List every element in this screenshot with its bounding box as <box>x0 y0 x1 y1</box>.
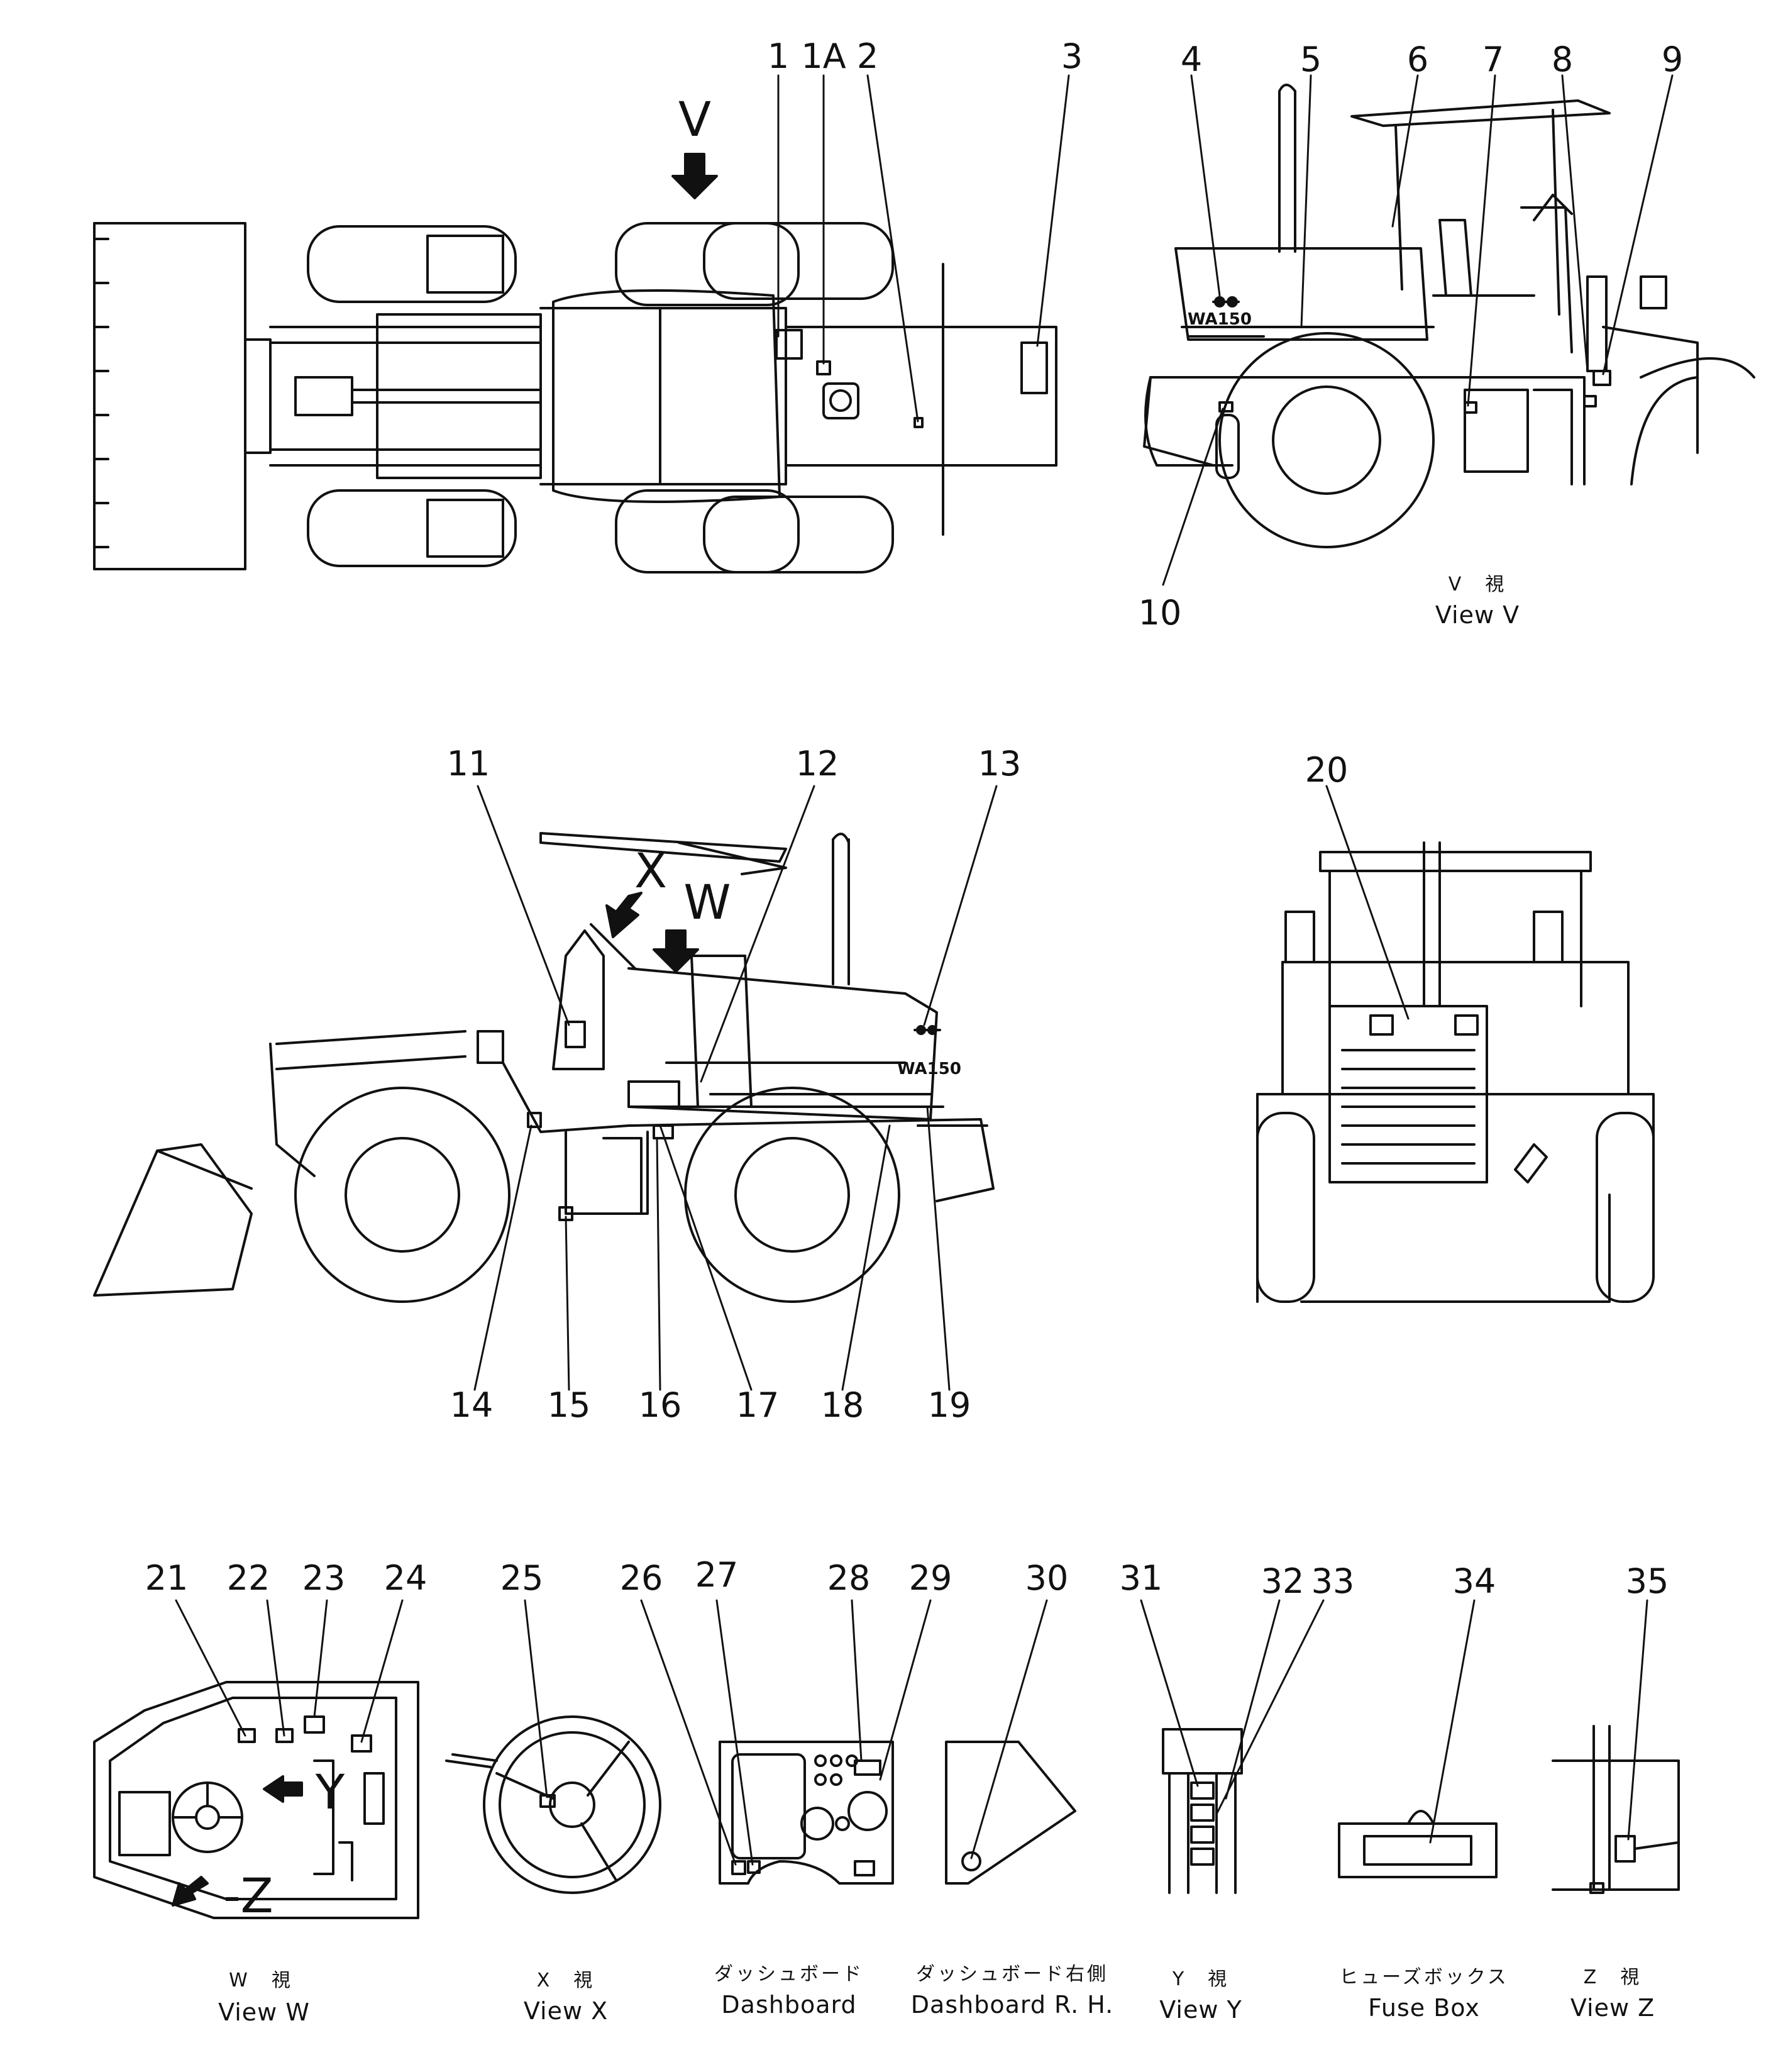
callout-24: 24 <box>384 1558 428 1598</box>
leader-lines-y <box>1140 1599 1325 1815</box>
callout-18: 18 <box>820 1385 864 1425</box>
callout-20: 20 <box>1305 750 1349 790</box>
callout-22: 22 <box>226 1558 270 1598</box>
callout-2: 2 <box>856 36 879 76</box>
dashboard-caption-jp: ダッシュボード <box>714 1963 864 1985</box>
view-v-logo-icon <box>1212 296 1240 307</box>
dashboard-rh-caption-jp: ダッシュボード右側 <box>916 1963 1108 1985</box>
callout-12: 12 <box>795 744 839 784</box>
arrow-letter-y: Y <box>315 1764 345 1820</box>
callout-14: 14 <box>450 1385 494 1425</box>
dashboard-rh-panel <box>945 1741 1076 1885</box>
callout-34: 34 <box>1452 1561 1496 1601</box>
leader-lines-dash-rh <box>970 1599 1048 1859</box>
view-y-caption-jp: Y 視 <box>1172 1968 1230 1990</box>
view-z-arrow-icon <box>172 1876 209 1907</box>
callout-23: 23 <box>302 1558 346 1598</box>
leader-lines-side <box>473 785 998 1391</box>
callout-35: 35 <box>1625 1561 1669 1601</box>
leader-lines-w <box>175 1599 404 1743</box>
view-w-arrow-icon <box>653 929 699 973</box>
view-z-panel <box>1552 1725 1680 1894</box>
callout-3: 3 <box>1061 36 1083 76</box>
leader-lines-top <box>777 74 1070 423</box>
view-x-caption-jp: X 視 <box>536 1970 595 1992</box>
callout-5: 5 <box>1300 40 1322 79</box>
rear-view-loader <box>1256 841 1655 1303</box>
callout-7: 7 <box>1482 40 1504 79</box>
leader-lines-v <box>1162 74 1674 586</box>
callout-9: 9 <box>1661 40 1684 79</box>
callout-8: 8 <box>1551 40 1574 79</box>
view-w-caption-jp: W 視 <box>229 1970 293 1992</box>
side-view-loader <box>93 832 995 1303</box>
dashboard-rh-caption: Dashboard R. H. <box>910 1991 1114 2019</box>
callout-17: 17 <box>736 1385 780 1425</box>
callout-1: 1 <box>767 36 790 76</box>
callout-26: 26 <box>619 1558 663 1598</box>
dashboard-panel <box>719 1741 894 1885</box>
callout-21: 21 <box>145 1558 189 1598</box>
view-x-arrow-icon <box>605 892 643 938</box>
side-view-logo-icon <box>913 1025 941 1035</box>
callout-33: 33 <box>1311 1561 1355 1601</box>
callout-16: 16 <box>638 1385 682 1425</box>
bucket-teeth <box>93 238 109 548</box>
leader-lines-fuse <box>1429 1599 1476 1844</box>
arrow-letter-v: V <box>678 91 711 147</box>
callout-31: 31 <box>1119 1558 1163 1598</box>
view-v-arrow-icon <box>671 153 718 199</box>
arrow-letter-x: X <box>634 843 668 899</box>
dashboard-caption: Dashboard <box>721 1991 857 2019</box>
fuse-box-caption-jp: ヒューズボックス <box>1339 1966 1509 1988</box>
view-w-cab-floor <box>93 1681 419 1919</box>
callout-29: 29 <box>908 1558 952 1598</box>
callout-1a: 1A <box>801 36 846 76</box>
callout-11: 11 <box>446 744 490 784</box>
leader-lines-rear <box>1325 785 1410 1020</box>
callout-25: 25 <box>500 1558 544 1598</box>
top-view-loader <box>93 222 1057 573</box>
view-x-caption: View X <box>523 1997 609 2025</box>
model-badge-view-v: WA150 <box>1188 310 1252 329</box>
fuse-box-caption: Fuse Box <box>1368 1994 1480 2022</box>
view-w-caption: View W <box>218 1998 310 2026</box>
callout-28: 28 <box>827 1558 871 1598</box>
leader-lines-z <box>1627 1599 1648 1841</box>
arrow-letter-z: -Z <box>223 1868 273 1924</box>
callout-4: 4 <box>1180 40 1203 79</box>
arrow-letter-w: W <box>683 874 731 930</box>
callout-19: 19 <box>927 1385 971 1425</box>
callout-15: 15 <box>547 1385 591 1425</box>
callout-10: 10 <box>1138 593 1182 633</box>
callout-6: 6 <box>1406 40 1429 79</box>
model-badge-side-view: WA150 <box>897 1060 961 1078</box>
callout-27: 27 <box>695 1555 739 1595</box>
leader-lines-x <box>524 1599 548 1798</box>
callout-13: 13 <box>978 744 1022 784</box>
fuse-box <box>1338 1810 1498 1878</box>
view-v-caption-jp: V 視 <box>1448 573 1507 596</box>
view-v-loader <box>1143 84 1755 548</box>
callout-30: 30 <box>1025 1558 1069 1598</box>
view-y-panel <box>1162 1728 1243 1894</box>
view-v-caption: View V <box>1435 601 1520 629</box>
view-y-caption: View Y <box>1159 1996 1242 2024</box>
view-z-caption-jp: Z 視 <box>1583 1966 1642 1988</box>
callout-32: 32 <box>1261 1561 1305 1601</box>
view-x-steering <box>445 1715 661 1894</box>
view-z-caption: View Z <box>1570 1994 1655 2022</box>
view-y-arrow-icon <box>263 1775 303 1803</box>
leader-lines-dash <box>640 1599 932 1866</box>
